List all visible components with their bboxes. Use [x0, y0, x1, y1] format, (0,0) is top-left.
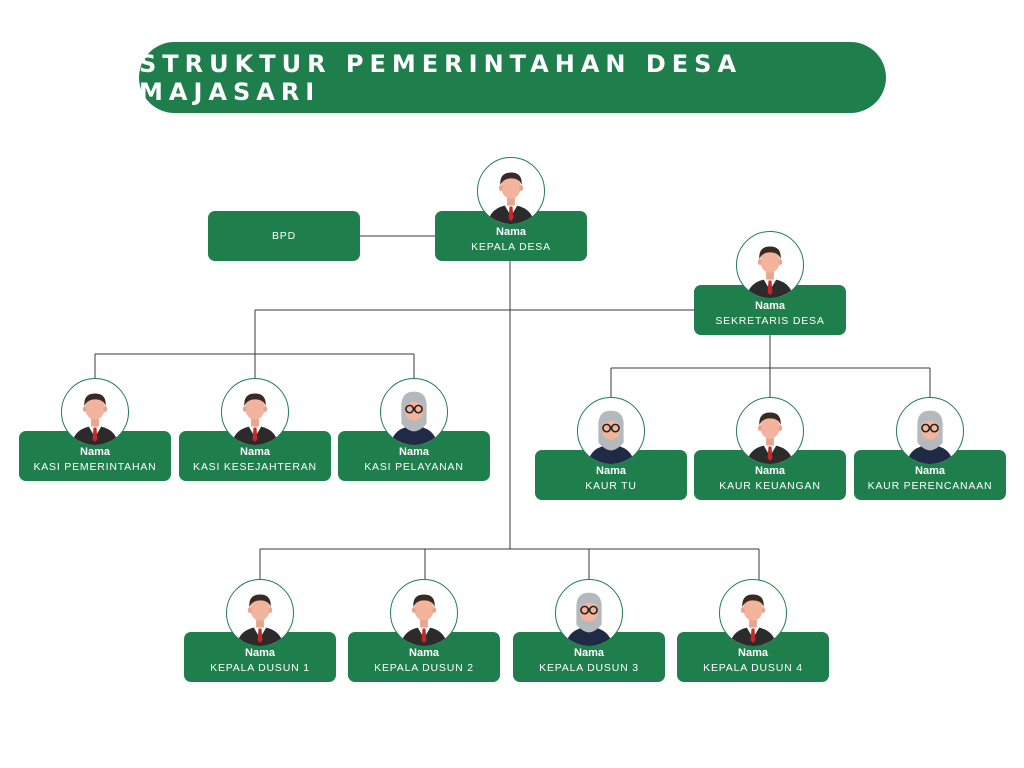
kasi-kesejahteran-avatar-icon — [221, 378, 289, 446]
kaur-tu-role: KAUR TU — [585, 480, 637, 492]
kasi-pemerintahan-name: Nama — [80, 446, 110, 458]
kepala-dusun-1-box: Nama KEPALA DUSUN 1 — [184, 632, 336, 682]
kepala-dusun-1-role: KEPALA DUSUN 1 — [210, 662, 310, 674]
kepala-dusun-1-avatar-icon — [226, 579, 294, 647]
kaur-keuangan-role: KAUR KEUANGAN — [719, 480, 821, 492]
kaur-perencanaan-avatar-icon — [896, 397, 964, 465]
kaur-tu-avatar-icon — [577, 397, 645, 465]
kepala-dusun-2-name: Nama — [409, 647, 439, 659]
kepala-dusun-4-role: KEPALA DUSUN 4 — [703, 662, 803, 674]
kepala-dusun-2-role: KEPALA DUSUN 2 — [374, 662, 474, 674]
kasi-pelayanan-role: KASI PELAYANAN — [364, 461, 464, 473]
sekretaris-desa-role: SEKRETARIS DESA — [715, 315, 825, 327]
kepala-dusun-2-avatar-icon — [390, 579, 458, 647]
kasi-kesejahteran-name: Nama — [240, 446, 270, 458]
bpd-box: BPD — [208, 211, 360, 261]
kepala-desa-role: KEPALA DESA — [471, 241, 551, 253]
kepala-dusun-4-name: Nama — [738, 647, 768, 659]
kasi-pelayanan-name: Nama — [399, 446, 429, 458]
bpd-label: BPD — [272, 229, 296, 242]
kasi-kesejahteran-box: Nama KASI KESEJAHTERAN — [179, 431, 331, 481]
page-title: STRUKTUR PEMERINTAHAN DESA MAJASARI — [139, 49, 743, 106]
sekretaris-desa-name: Nama — [755, 300, 785, 312]
title-banner: STRUKTUR PEMERINTAHAN DESA MAJASARI — [139, 42, 886, 113]
kasi-pelayanan-box: Nama KASI PELAYANAN — [338, 431, 490, 481]
sekretaris-desa-avatar-icon — [736, 231, 804, 299]
kaur-perencanaan-role: KAUR PERENCANAAN — [867, 480, 993, 492]
kaur-keuangan-name: Nama — [755, 465, 785, 477]
kasi-pemerintahan-role: KASI PEMERINTAHAN — [33, 461, 157, 473]
kepala-dusun-3-avatar-icon — [555, 579, 623, 647]
kepala-dusun-1-name: Nama — [245, 647, 275, 659]
kasi-kesejahteran-role: KASI KESEJAHTERAN — [193, 461, 317, 473]
kepala-desa-name: Nama — [496, 226, 526, 238]
kaur-perencanaan-name: Nama — [915, 465, 945, 477]
kepala-dusun-3-name: Nama — [574, 647, 604, 659]
kepala-dusun-3-role: KEPALA DUSUN 3 — [539, 662, 639, 674]
kasi-pemerintahan-avatar-icon — [61, 378, 129, 446]
kasi-pelayanan-avatar-icon — [380, 378, 448, 446]
kepala-desa-avatar-icon — [477, 157, 545, 225]
kaur-tu-name: Nama — [596, 465, 626, 477]
kepala-dusun-4-avatar-icon — [719, 579, 787, 647]
kaur-keuangan-avatar-icon — [736, 397, 804, 465]
